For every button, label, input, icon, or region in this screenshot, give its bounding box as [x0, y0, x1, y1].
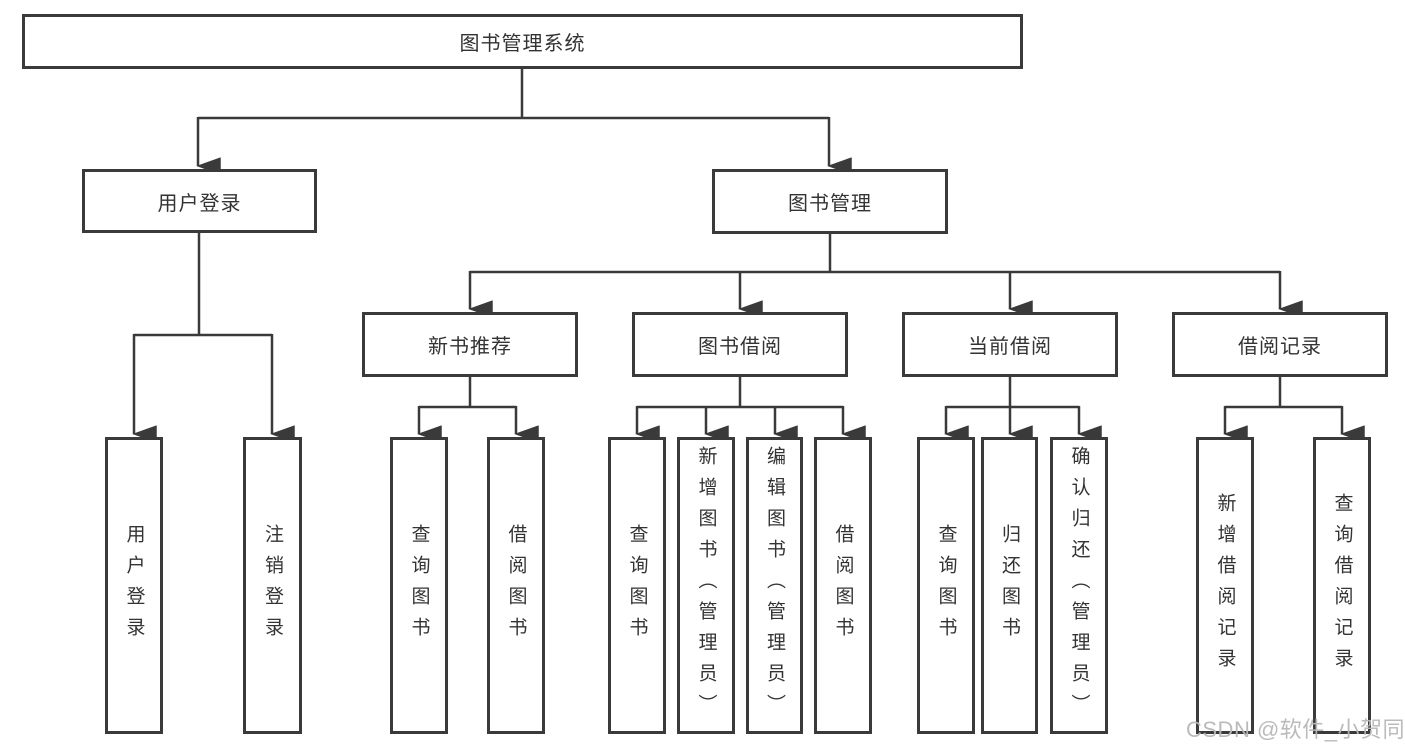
leaf-borrow-query-books-label: 查询图书 — [626, 523, 648, 648]
leaf-current-return-books: 归还图书 — [981, 437, 1038, 734]
node-current-borrowing: 当前借阅 — [902, 312, 1118, 377]
connector-borrow-split — [637, 377, 843, 409]
leaf-records-query-record: 查询借阅记录 — [1313, 437, 1371, 734]
node-book-management: 图书管理 — [712, 169, 948, 234]
leaf-borrow-add-books-admin-label: 新增图书（管理员） — [695, 446, 717, 725]
node-library-management-system-label: 图书管理系统 — [459, 33, 586, 55]
leaf-records-add-record: 新增借阅记录 — [1196, 437, 1254, 734]
node-user-login-label: 用户登录 — [157, 192, 242, 215]
node-new-book-recommend-label: 新书推荐 — [428, 336, 512, 358]
connector-root-trunk — [198, 69, 829, 120]
node-new-book-recommend: 新书推荐 — [362, 312, 578, 377]
leaf-newbooks-borrow-books-label: 借阅图书 — [505, 523, 527, 648]
node-current-borrowing-label: 当前借阅 — [968, 336, 1052, 358]
node-library-management-system: 图书管理系统 — [22, 14, 1023, 69]
leaf-borrow-add-books-admin: 新增图书（管理员） — [677, 437, 735, 734]
node-user-login: 用户登录 — [82, 169, 317, 233]
connector-user-login-split — [134, 233, 272, 337]
leaf-newbooks-query-books: 查询图书 — [390, 437, 448, 734]
leaf-current-query-books: 查询图书 — [917, 437, 975, 734]
leaf-newbooks-query-books-label: 查询图书 — [408, 523, 430, 648]
leaf-borrow-edit-books-admin: 编辑图书（管理员） — [746, 437, 803, 734]
connector-records-split — [1225, 377, 1342, 409]
leaf-logout-label: 注销登录 — [262, 523, 283, 648]
node-book-borrowing: 图书借阅 — [632, 312, 848, 377]
node-book-borrowing-label: 图书借阅 — [698, 336, 782, 358]
node-borrowing-records-label: 借阅记录 — [1238, 336, 1322, 358]
node-borrowing-records: 借阅记录 — [1172, 312, 1388, 377]
leaf-user-login: 用户登录 — [105, 437, 163, 734]
leaf-user-login-label: 用户登录 — [123, 523, 145, 648]
leaf-borrow-query-books: 查询图书 — [608, 437, 666, 734]
connector-book-mgmt-split — [470, 234, 1280, 274]
connector-new-books-split — [419, 377, 516, 409]
node-book-management-label: 图书管理 — [788, 193, 872, 215]
leaf-current-confirm-return-admin: 确认归还（管理员） — [1050, 437, 1108, 734]
leaf-newbooks-borrow-books: 借阅图书 — [487, 437, 545, 734]
leaf-borrow-borrow-books-label: 借阅图书 — [832, 523, 854, 648]
leaf-borrow-edit-books-admin-label: 编辑图书（管理员） — [764, 446, 785, 725]
connector-current-split — [946, 377, 1079, 409]
leaf-current-confirm-return-admin-label: 确认归还（管理员） — [1068, 446, 1090, 725]
leaf-current-return-books-label: 归还图书 — [999, 523, 1020, 648]
leaf-records-query-record-label: 查询借阅记录 — [1331, 492, 1353, 679]
leaf-records-add-record-label: 新增借阅记录 — [1214, 492, 1236, 679]
leaf-current-query-books-label: 查询图书 — [935, 523, 957, 648]
leaf-logout: 注销登录 — [243, 437, 302, 734]
csdn-watermark: CSDN @软件_小贺同学 — [1186, 717, 1405, 742]
leaf-borrow-borrow-books: 借阅图书 — [814, 437, 872, 734]
